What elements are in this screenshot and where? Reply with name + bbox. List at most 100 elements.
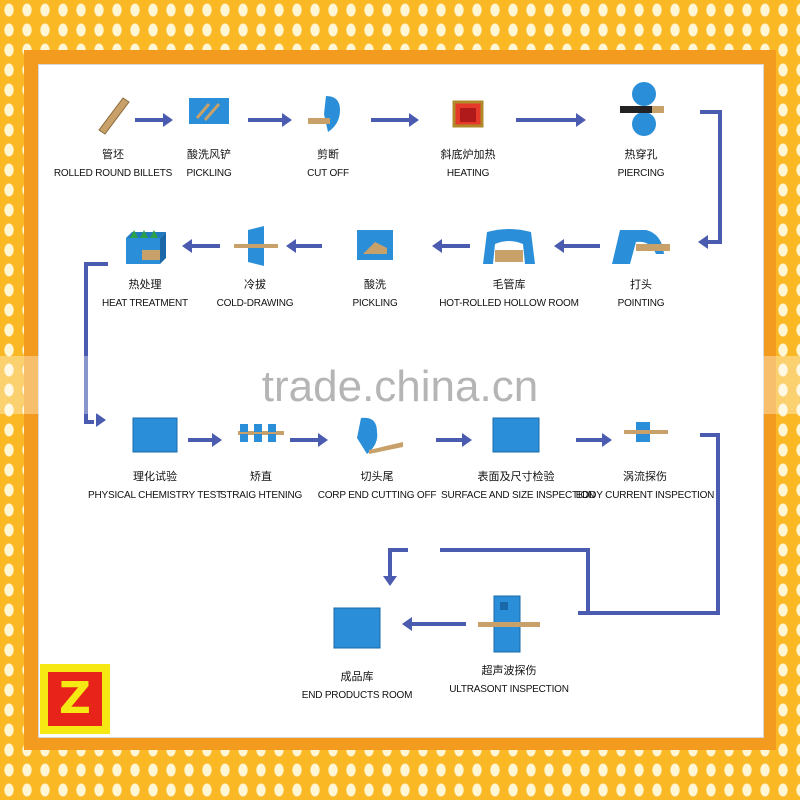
step-label-en: HEATING [446, 168, 490, 179]
step-label-en: END PRODUCTS ROOM [301, 690, 413, 701]
piercing-mill-icon [620, 82, 664, 136]
step-pointing: 打头 POINTING [566, 224, 716, 309]
connector-line [716, 433, 720, 615]
flow-arrow [248, 113, 292, 127]
step-label-en: PHYSICAL CHEMISTRY TEST [88, 490, 222, 501]
connector-arrowhead [698, 235, 708, 249]
step-label-en: CUT OFF [307, 168, 349, 179]
step-label-zh: 热处理 [128, 278, 162, 291]
step-label-zh: 毛管库 [492, 278, 526, 291]
connector-line [388, 548, 408, 552]
connector-line [440, 548, 590, 552]
connector-line [700, 433, 720, 437]
step-corp-end-cutting-off: 切头尾 CORP END CUTTING OFF [302, 414, 452, 501]
step-label-en: STRAIG HTENING [219, 490, 303, 501]
step-label-zh: 矫直 [250, 470, 272, 483]
test-block-icon [132, 417, 178, 453]
flow-arrow [402, 617, 466, 631]
heat-treatment-furnace-icon [126, 230, 166, 264]
step-end-products-room: 成品库 END PRODUCTS ROOM [282, 606, 432, 701]
step-heating: 斜底炉加热 HEATING [393, 92, 543, 179]
flow-arrow [182, 239, 220, 253]
flow-arrow [516, 113, 586, 127]
connector-arrowhead [383, 576, 397, 586]
connector-line [586, 548, 590, 615]
step-label-en: EDDY CURRENT INSPECTION [575, 490, 715, 501]
step-cut-off: 剪断 CUT OFF [253, 92, 403, 179]
step-hot-rolled-hollow-room: 毛管库 HOT-ROLLED HOLLOW ROOM [434, 224, 584, 309]
pointing-machine-icon [612, 230, 670, 264]
step-label-en: SURFACE AND SIZE INSPECTION [441, 490, 596, 501]
connector-line [84, 262, 108, 266]
step-label-zh: 理化试验 [133, 470, 177, 483]
step-label-zh: 冷拔 [244, 278, 266, 291]
step-label-en: HOT-ROLLED HOLLOW ROOM [439, 298, 579, 309]
connector-line [700, 110, 722, 114]
billet-icon [98, 97, 130, 135]
step-label-zh: 管坯 [102, 148, 124, 161]
ultrasonic-tester-icon [478, 595, 540, 653]
step-label-zh: 超声波探伤 [481, 664, 537, 677]
step-pickling-1: 酸洗风铲 PICKLING [134, 92, 284, 179]
step-label-zh: 酸洗风铲 [187, 148, 231, 161]
straightener-icon [238, 424, 284, 442]
step-heat-treatment: 热处理 HEAT TREATMENT [70, 224, 220, 309]
furnace-icon [452, 100, 484, 128]
inspection-block-icon [492, 417, 540, 453]
flow-arrow [135, 113, 173, 127]
step-label-en: PIERCING [617, 168, 665, 179]
flow-arrow [554, 239, 600, 253]
pickling-tank-icon [189, 98, 229, 124]
flow-arrow [188, 433, 222, 447]
step-eddy-current-inspection: 涡流探伤 EDDY CURRENT INSPECTION [570, 414, 720, 501]
step-label-zh: 切头尾 [360, 470, 394, 483]
flow-arrow [371, 113, 419, 127]
step-label-zh: 涡流探伤 [623, 470, 667, 483]
connector-line [706, 240, 722, 244]
step-cold-drawing: 冷拔 COLD-DRAWING [180, 224, 330, 309]
step-label-zh: 热穿孔 [624, 148, 658, 161]
step-label-zh: 剪断 [317, 148, 339, 161]
end-cutter-icon [357, 417, 403, 454]
step-label-en: CORP END CUTTING OFF [317, 490, 437, 501]
flow-arrow [286, 239, 322, 253]
warehouse-icon [333, 607, 381, 649]
watermark-band [0, 356, 800, 414]
step-pickling-2: 酸洗 PICKLING [300, 224, 450, 309]
flow-arrow [436, 433, 472, 447]
step-ultrasonic-inspection: 超声波探伤 ULTRASONT INSPECTION [434, 592, 584, 695]
step-label-zh: 酸洗 [364, 278, 386, 291]
step-label-en: ROLLED ROUND BILLETS [53, 168, 173, 179]
connector-line [84, 262, 88, 424]
brand-logo: Z [40, 664, 110, 734]
flow-arrow [576, 433, 612, 447]
connector-line [84, 420, 94, 424]
step-label-zh: 斜底炉加热 [440, 148, 496, 161]
step-label-zh: 表面及尺寸检验 [477, 470, 555, 483]
connector-line [578, 611, 720, 615]
eddy-current-probe-icon [624, 422, 668, 442]
step-straightening: 矫直 STRAIG HTENING [186, 414, 336, 501]
step-physical-chemistry-test: 理化试验 PHYSICAL CHEMISTRY TEST [80, 414, 230, 501]
step-label-en: PICKLING [186, 168, 232, 179]
step-label-zh: 成品库 [340, 670, 374, 683]
step-label-en: HEAT TREATMENT [102, 298, 188, 309]
drawing-die-icon [234, 226, 278, 266]
diagram-panel [38, 64, 764, 738]
step-label-zh: 打头 [630, 278, 652, 291]
step-label-en: COLD-DRAWING [216, 298, 294, 309]
step-label-en: PICKLING [352, 298, 398, 309]
step-label-en: POINTING [617, 298, 665, 309]
cutter-icon [308, 96, 340, 132]
brand-logo-mark: Z [48, 672, 102, 726]
flow-arrow [290, 433, 328, 447]
watermark-text: trade.china.cn [261, 362, 539, 411]
step-piercing: 热穿孔 PIERCING [566, 80, 716, 179]
pickling-tank-icon [357, 230, 393, 260]
connector-line [388, 548, 392, 578]
connector-line [718, 110, 722, 244]
step-surface-and-size-inspection: 表面及尺寸检验 SURFACE AND SIZE INSPECTION [441, 414, 596, 501]
step-label-en: ULTRASONT INSPECTION [449, 684, 569, 695]
flow-arrow [432, 239, 470, 253]
hollow-store-icon [483, 229, 535, 264]
